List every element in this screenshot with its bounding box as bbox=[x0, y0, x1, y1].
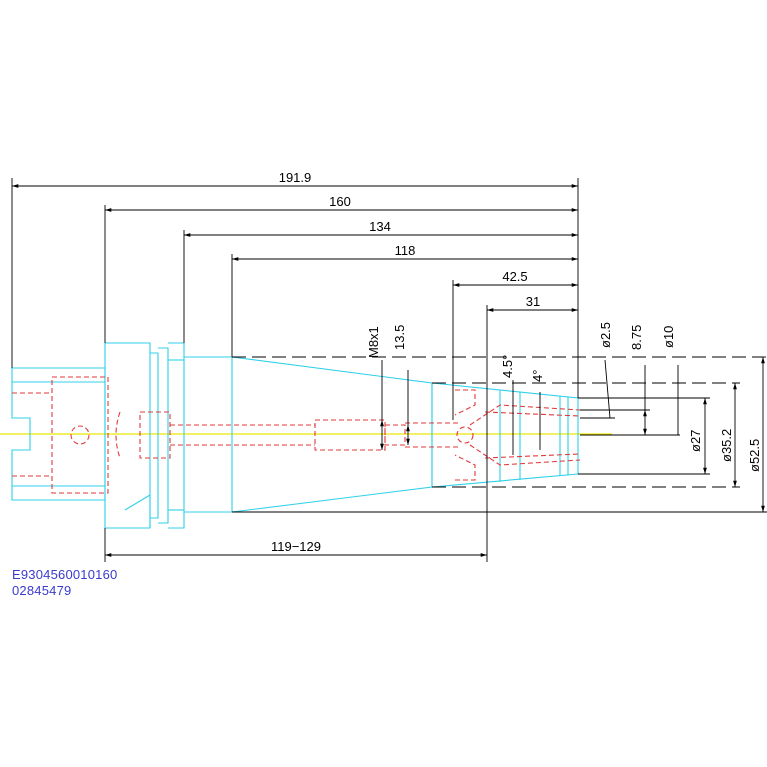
dim-angle-4-5: 4.5° bbox=[500, 355, 515, 378]
dim-angle-4: 4° bbox=[530, 370, 545, 382]
extension-lines bbox=[11, 178, 767, 562]
dim-31: 31 bbox=[526, 294, 540, 309]
dim-118: 118 bbox=[395, 243, 416, 258]
tool-holder-outline bbox=[11, 342, 579, 529]
dim-42-5: 42.5 bbox=[502, 269, 527, 284]
dim-dia-10: ø10 bbox=[661, 326, 676, 348]
dim-thread-m8x1: M8x1 bbox=[366, 326, 381, 358]
dim-160: 160 bbox=[329, 194, 351, 209]
dim-dia-35-2: ø35.2 bbox=[719, 429, 734, 462]
part-number: E9304560010160 bbox=[12, 567, 118, 582]
dim-8-75: 8.75 bbox=[629, 325, 644, 350]
dimension-arrows bbox=[12, 184, 765, 557]
dim-119-129: 119−129 bbox=[271, 539, 321, 554]
dim-13-5: 13.5 bbox=[392, 325, 407, 350]
dim-134: 134 bbox=[369, 219, 391, 234]
dim-dia-52-5: ø52.5 bbox=[747, 439, 762, 472]
dim-dia-27: ø27 bbox=[688, 430, 703, 452]
hidden-lines bbox=[12, 376, 581, 494]
dim-dia-2-5: ø2.5 bbox=[598, 322, 613, 348]
reference-number: 02845479 bbox=[12, 583, 72, 598]
dim-overall-length: 191.9 bbox=[279, 170, 312, 185]
